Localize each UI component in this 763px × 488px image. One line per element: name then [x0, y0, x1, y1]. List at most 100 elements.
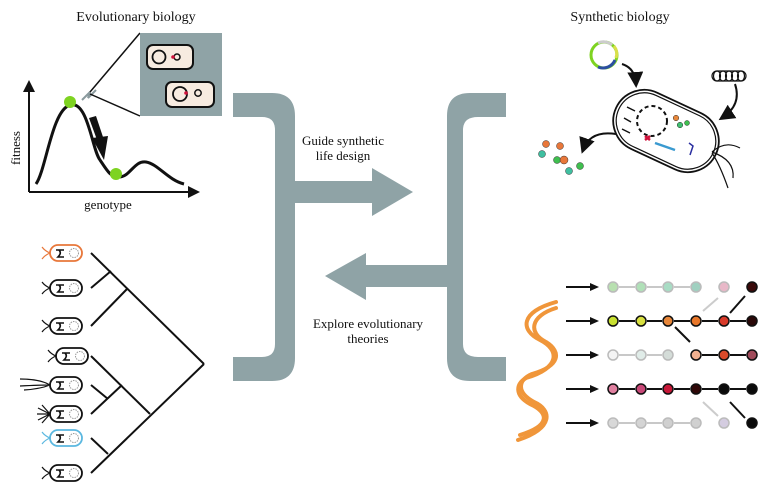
mutation-dot	[184, 91, 188, 95]
lineage-node	[690, 315, 702, 327]
lineage-node	[690, 281, 702, 293]
lineage-node	[746, 281, 758, 293]
lineage-node	[718, 417, 730, 429]
lineage-node	[635, 349, 647, 361]
x-axis-label: genotype	[84, 197, 132, 212]
mutation-inset	[140, 33, 222, 116]
cell-body	[49, 376, 83, 394]
lineage-node	[607, 349, 619, 361]
lineage-node	[607, 281, 619, 293]
cell-body	[49, 429, 83, 447]
plasmid-icon	[75, 351, 85, 361]
valley-marker	[110, 168, 122, 180]
export-arrow	[579, 132, 617, 154]
tree-leaf-cell	[37, 404, 83, 424]
plasmid-icon	[69, 380, 79, 390]
molecule	[684, 120, 690, 126]
flagellum	[37, 404, 51, 424]
lineage-node	[718, 281, 730, 293]
phylogenetic-tree	[90, 252, 205, 474]
plasmid-segment	[597, 40, 613, 47]
lineage-row	[566, 383, 758, 395]
fitness-curve	[34, 103, 185, 186]
lineage-node	[662, 349, 674, 361]
genome-glyph	[56, 434, 64, 443]
coil-icon	[711, 70, 747, 82]
cell-body	[49, 279, 83, 297]
molecule	[676, 121, 684, 129]
lineage-node	[635, 315, 647, 327]
lineage-row	[566, 281, 758, 293]
cell-body	[49, 464, 83, 482]
plasmid-arrow	[621, 63, 644, 88]
row-arrowhead	[590, 317, 599, 325]
plasmid-icon	[69, 468, 79, 478]
row-arrowhead	[590, 385, 599, 393]
genome-glyph	[56, 381, 64, 390]
forward-label-line1: Guide synthetic	[302, 133, 384, 148]
genome-glyph	[56, 322, 64, 331]
row-arrowhead	[590, 419, 599, 427]
tree-branch	[90, 363, 205, 474]
lineage-node	[635, 383, 647, 395]
plasmid-icon	[69, 409, 79, 419]
cell-body	[49, 244, 83, 262]
tree-branch	[90, 437, 109, 455]
lineage-row	[566, 315, 758, 327]
tree-leaf-cell	[41, 429, 83, 447]
lineage-node	[718, 315, 730, 327]
tree-leaf-cell	[41, 279, 83, 297]
lineage-node	[607, 315, 619, 327]
flagellum	[41, 431, 51, 445]
lineage-node	[607, 417, 619, 429]
lineage-node	[662, 315, 674, 327]
lineage-node	[746, 383, 758, 395]
promoter-mark	[688, 142, 694, 156]
lineage-grid	[566, 281, 758, 429]
molecule	[672, 114, 680, 122]
tree-branch	[90, 288, 128, 327]
left-bracket	[233, 93, 295, 381]
flagellum	[19, 378, 51, 391]
zoom-line-bottom	[89, 93, 141, 117]
row-arrowhead	[590, 283, 599, 291]
tree-branch	[90, 355, 151, 415]
downhill-arrowhead	[92, 136, 108, 160]
genome-glyph	[56, 284, 64, 293]
y-axis-arrowhead	[23, 80, 35, 92]
lineage-branch	[729, 295, 746, 314]
plasmid-segment	[612, 45, 619, 59]
exported-molecules	[538, 140, 584, 175]
cell-body	[55, 347, 89, 365]
backward-arrow	[325, 253, 449, 300]
flagella	[711, 144, 741, 189]
lineage-node	[635, 281, 647, 293]
mutation-dot	[171, 55, 175, 59]
tree-leaf-cell	[41, 244, 83, 262]
chromosome-icon	[151, 49, 167, 65]
gene-marks	[621, 106, 636, 134]
lineage-node	[662, 417, 674, 429]
mutation-bolt-icon	[81, 89, 97, 101]
lineage-node	[607, 383, 619, 395]
cell-body	[49, 405, 83, 423]
right-panel-title: Synthetic biology	[570, 10, 669, 25]
tree-branch	[90, 384, 109, 400]
zoom-line-top	[89, 32, 141, 93]
lineage-branch	[702, 297, 719, 312]
genome-glyph	[62, 352, 70, 361]
tree-leaf-cell	[41, 317, 83, 335]
tree-leaf-cell	[47, 347, 89, 365]
right-bracket	[447, 93, 506, 381]
backward-label-line2: theories	[347, 331, 388, 346]
plasmid-icon	[69, 321, 79, 331]
fitness-landscape: fitness genotype	[8, 32, 200, 212]
lineage-node	[662, 383, 674, 395]
lineage-branch	[702, 401, 719, 417]
peak-marker	[64, 96, 76, 108]
lineage-node	[746, 315, 758, 327]
plasmid-icon	[69, 283, 79, 293]
genome-glyph	[56, 249, 64, 258]
flagellum	[47, 349, 57, 363]
